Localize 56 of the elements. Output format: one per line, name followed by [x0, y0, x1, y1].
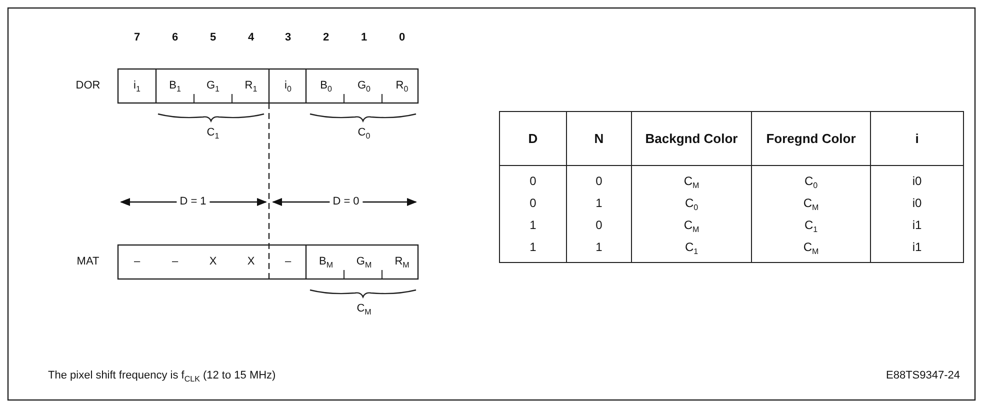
table-cell: C$_{M}$: [752, 236, 870, 262]
table-cell: C$_{0}$: [752, 166, 870, 192]
bit-field-label: B$_{1}$: [169, 80, 181, 92]
bit-number: 1: [360, 32, 368, 44]
table-cell: C$_{M}$: [752, 192, 870, 214]
figure-code: E88TS9347-24: [886, 370, 960, 382]
bit-field-label: B$_{0}$: [320, 80, 332, 92]
table-cell: i1: [870, 236, 964, 262]
bit-number: 6: [172, 32, 178, 44]
header-cell: N: [566, 112, 632, 166]
header-cell: Backgnd Color: [632, 112, 752, 166]
bit-field-label: i$_{0}$: [284, 80, 292, 92]
table-cell: 1: [566, 236, 632, 262]
bit-field-label: –: [172, 256, 178, 268]
table-cell: C$_{0}$: [632, 192, 752, 214]
table-cell: 1: [500, 214, 566, 236]
bit-field-label: R$_{1}$: [244, 80, 258, 92]
table-cell: 0: [500, 166, 566, 192]
header-cell: D: [500, 112, 566, 166]
bit-field-label: –: [134, 256, 140, 268]
bit-field-label: G$_{0}$: [358, 80, 370, 92]
bit-field-label: X: [209, 256, 217, 268]
bit-number: 5: [210, 32, 216, 44]
table-cell: i1: [870, 214, 964, 236]
bit-field-label: i$_{1}$: [134, 80, 140, 92]
table-cell: i0: [870, 166, 964, 192]
table-cell: 0: [566, 166, 632, 192]
table-cell: 0: [500, 192, 566, 214]
header-cell: Foregnd Color: [752, 112, 870, 166]
table-cell: 1: [566, 192, 632, 214]
group-label: C$_{M}$: [356, 302, 372, 316]
bit-number: 2: [322, 32, 330, 44]
table-cell: C$_{1}$: [632, 236, 752, 262]
table-cell: C$_{M}$: [632, 214, 752, 236]
footnote: The pixel shift frequency is f$_{CLK}$ (12 to 15 MHz): [48, 370, 276, 382]
bit-number: 3: [284, 32, 292, 44]
bit-field-label: G$_{M}$: [356, 256, 372, 268]
bit-field-label: B$_{M}$: [319, 256, 333, 268]
table-cell: C$_{1}$: [752, 214, 870, 236]
group-label: C$_{1}$: [206, 126, 220, 140]
bit-number: 0: [398, 32, 406, 44]
table-cell: i0: [870, 192, 964, 214]
bit-field-label: R$_{0}$: [396, 80, 408, 92]
bit-number: 4: [248, 32, 254, 44]
header-cell: i: [870, 112, 964, 166]
bit-field-label: R$_{M}$: [394, 256, 410, 268]
bit-field-label: X: [247, 256, 255, 268]
table-cell: 0: [566, 214, 632, 236]
register-name: DOR: [76, 80, 100, 92]
table-cell: C$_{M}$: [632, 166, 752, 192]
bit-field-label: –: [284, 256, 292, 268]
group-label: C$_{0}$: [358, 126, 370, 140]
register-name: MAT: [76, 256, 100, 268]
bit-number: 7: [134, 32, 140, 44]
bit-field-label: G$_{1}$: [206, 80, 220, 92]
table-cell: 1: [500, 236, 566, 262]
